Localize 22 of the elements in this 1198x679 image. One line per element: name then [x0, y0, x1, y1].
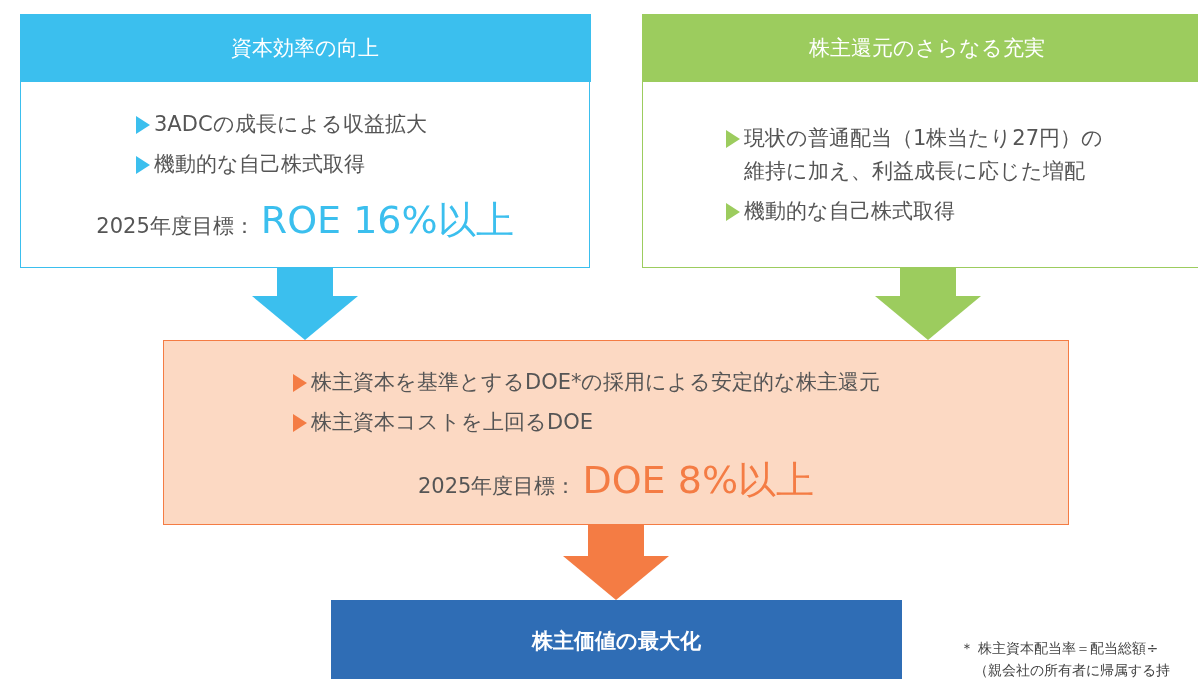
target-label: 2025年度目標： [96, 213, 255, 240]
block-arrow [252, 268, 358, 340]
block-arrow [875, 268, 981, 340]
footnote-text: （親会社の所有者に帰属する持 [974, 661, 1170, 679]
bullet-text: 株主資本コストを上回るDOE [311, 409, 593, 436]
bullet-text: 株主資本を基準とするDOE*の採用による安定的な株主還元 [311, 369, 881, 396]
target-value: ROE 16%以上 [260, 197, 514, 244]
policy-card [163, 340, 1069, 525]
goal-card [20, 14, 590, 268]
bullet-text: 現状の普通配当（1株当たり27円）の維持に加え、利益成長に応じた増配 [744, 125, 1105, 185]
bullet-text: 3ADCの成長による収益拡大 [154, 111, 427, 138]
bullet-text: 機動的な自己株式取得 [744, 198, 955, 225]
footnote-text: ＊ 株主資本配当率＝配当総額÷ [960, 639, 1159, 658]
block-arrow [563, 525, 669, 600]
card-heading: 株主還元のさらなる充実 [641, 13, 1198, 82]
target-value: DOE 8%以上 [582, 457, 814, 504]
goal-card [642, 14, 1198, 268]
result-box [331, 600, 902, 679]
card-heading: 資本効率の向上 [19, 13, 591, 82]
target-label: 2025年度目標： [418, 473, 577, 500]
bullet-text: 機動的な自己株式取得 [154, 151, 365, 178]
result-text: 株主価値の最大化 [530, 628, 702, 655]
